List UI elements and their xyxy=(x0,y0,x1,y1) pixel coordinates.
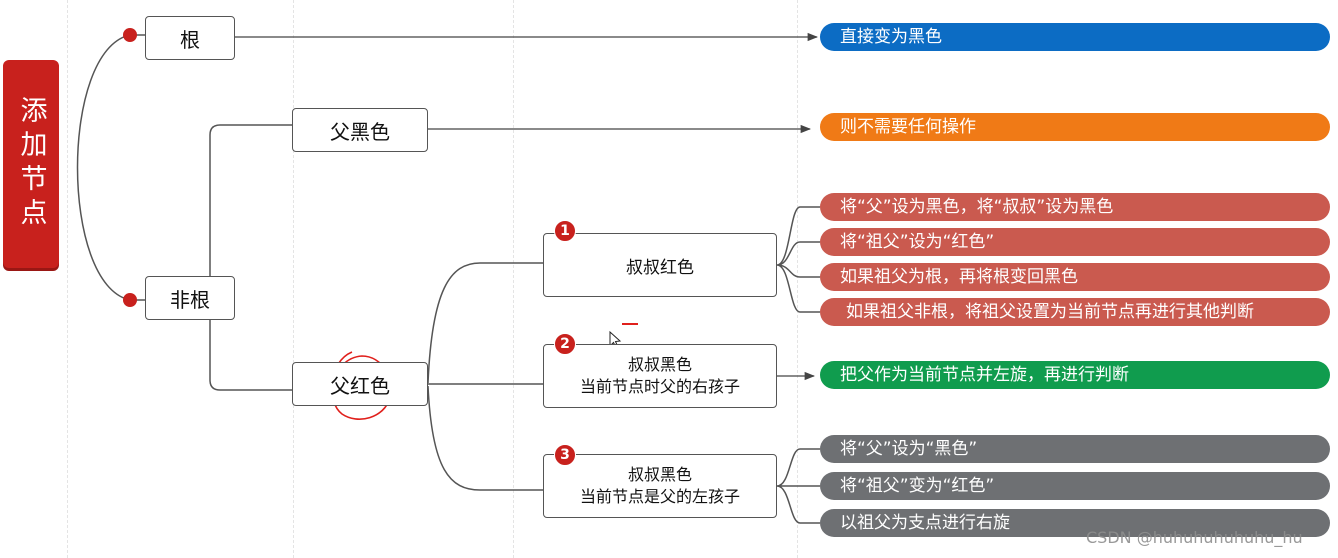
case-badge-3: 3 xyxy=(554,444,576,466)
link-uncle-black-left-steps xyxy=(776,448,820,524)
node-uncle-black-right: 叔叔黑色 当前节点时父的右孩子 xyxy=(543,344,777,408)
node-uncle-red-label: 叔叔红色 xyxy=(626,257,694,278)
action-parent-black-no-op: 则不需要任何操作 xyxy=(820,113,1330,141)
action-root-turn-black: 直接变为黑色 xyxy=(820,23,1330,51)
link-parent-red-to-uncle-red xyxy=(427,262,543,384)
action-uncle-black-left-step-3: 以祖父为支点进行右旋 xyxy=(820,509,1330,537)
action-uncle-black-right-rotate-left: 把父作为当前节点并左旋，再进行判断 xyxy=(820,361,1330,389)
node-uncle-red: 叔叔红色 xyxy=(543,233,777,297)
node-uncle-black-right-line2: 当前节点时父的右孩子 xyxy=(579,377,740,396)
column-guide xyxy=(67,0,68,558)
link-non-root-to-parent-red xyxy=(209,320,292,391)
node-uncle-black-right-line1: 叔叔黑色 xyxy=(627,355,692,374)
link-parent-red-to-uncle-black-left xyxy=(427,385,543,491)
case-badge-1: 1 xyxy=(554,220,576,242)
action-uncle-black-left-step-2: 将“祖父”变为“红色” xyxy=(820,472,1330,500)
node-root-case-label: 根 xyxy=(180,27,200,52)
node-parent-black: 父黑色 xyxy=(292,108,428,152)
node-uncle-black-left: 叔叔黑色 当前节点是父的左孩子 xyxy=(543,454,777,518)
column-guide xyxy=(293,0,294,558)
csdn-watermark: CSDN @huhuhuhuhuhu_hu xyxy=(1086,528,1303,547)
action-uncle-red-step-2: 将“祖父”设为“红色” xyxy=(820,228,1330,256)
column-guide xyxy=(797,0,798,558)
action-uncle-red-step-1: 将“父”设为黑色，将“叔叔”设为黑色 xyxy=(820,193,1330,221)
node-root-case: 根 xyxy=(145,16,235,60)
node-non-root-label: 非根 xyxy=(170,287,210,312)
root-bracket xyxy=(76,34,131,301)
non-root-dot xyxy=(123,293,137,307)
node-parent-red-label: 父红色 xyxy=(330,373,390,398)
link-non-root-to-parent-black xyxy=(209,124,292,278)
node-parent-red: 父红色 xyxy=(292,362,428,406)
action-uncle-black-left-step-1: 将“父”设为“黑色” xyxy=(820,435,1330,463)
action-uncle-red-step-3: 如果祖父为根，再将根变回黑色 xyxy=(820,263,1330,291)
case-badge-2: 2 xyxy=(554,333,576,355)
node-parent-black-label: 父黑色 xyxy=(330,119,390,144)
node-uncle-black-left-line1: 叔叔黑色 xyxy=(627,465,692,484)
root-node-label: 添加节点 xyxy=(15,96,47,232)
action-uncle-red-step-4: 如果祖父非根，将祖父设置为当前节点再进行其他判断 xyxy=(820,298,1330,326)
root-node-add-node: 添加节点 xyxy=(3,60,59,268)
root-case-dot xyxy=(123,28,137,42)
column-guide xyxy=(513,0,514,558)
node-uncle-black-left-line2: 当前节点是父的左孩子 xyxy=(579,487,740,506)
node-non-root: 非根 xyxy=(145,276,235,320)
link-uncle-red-steps xyxy=(776,206,820,313)
